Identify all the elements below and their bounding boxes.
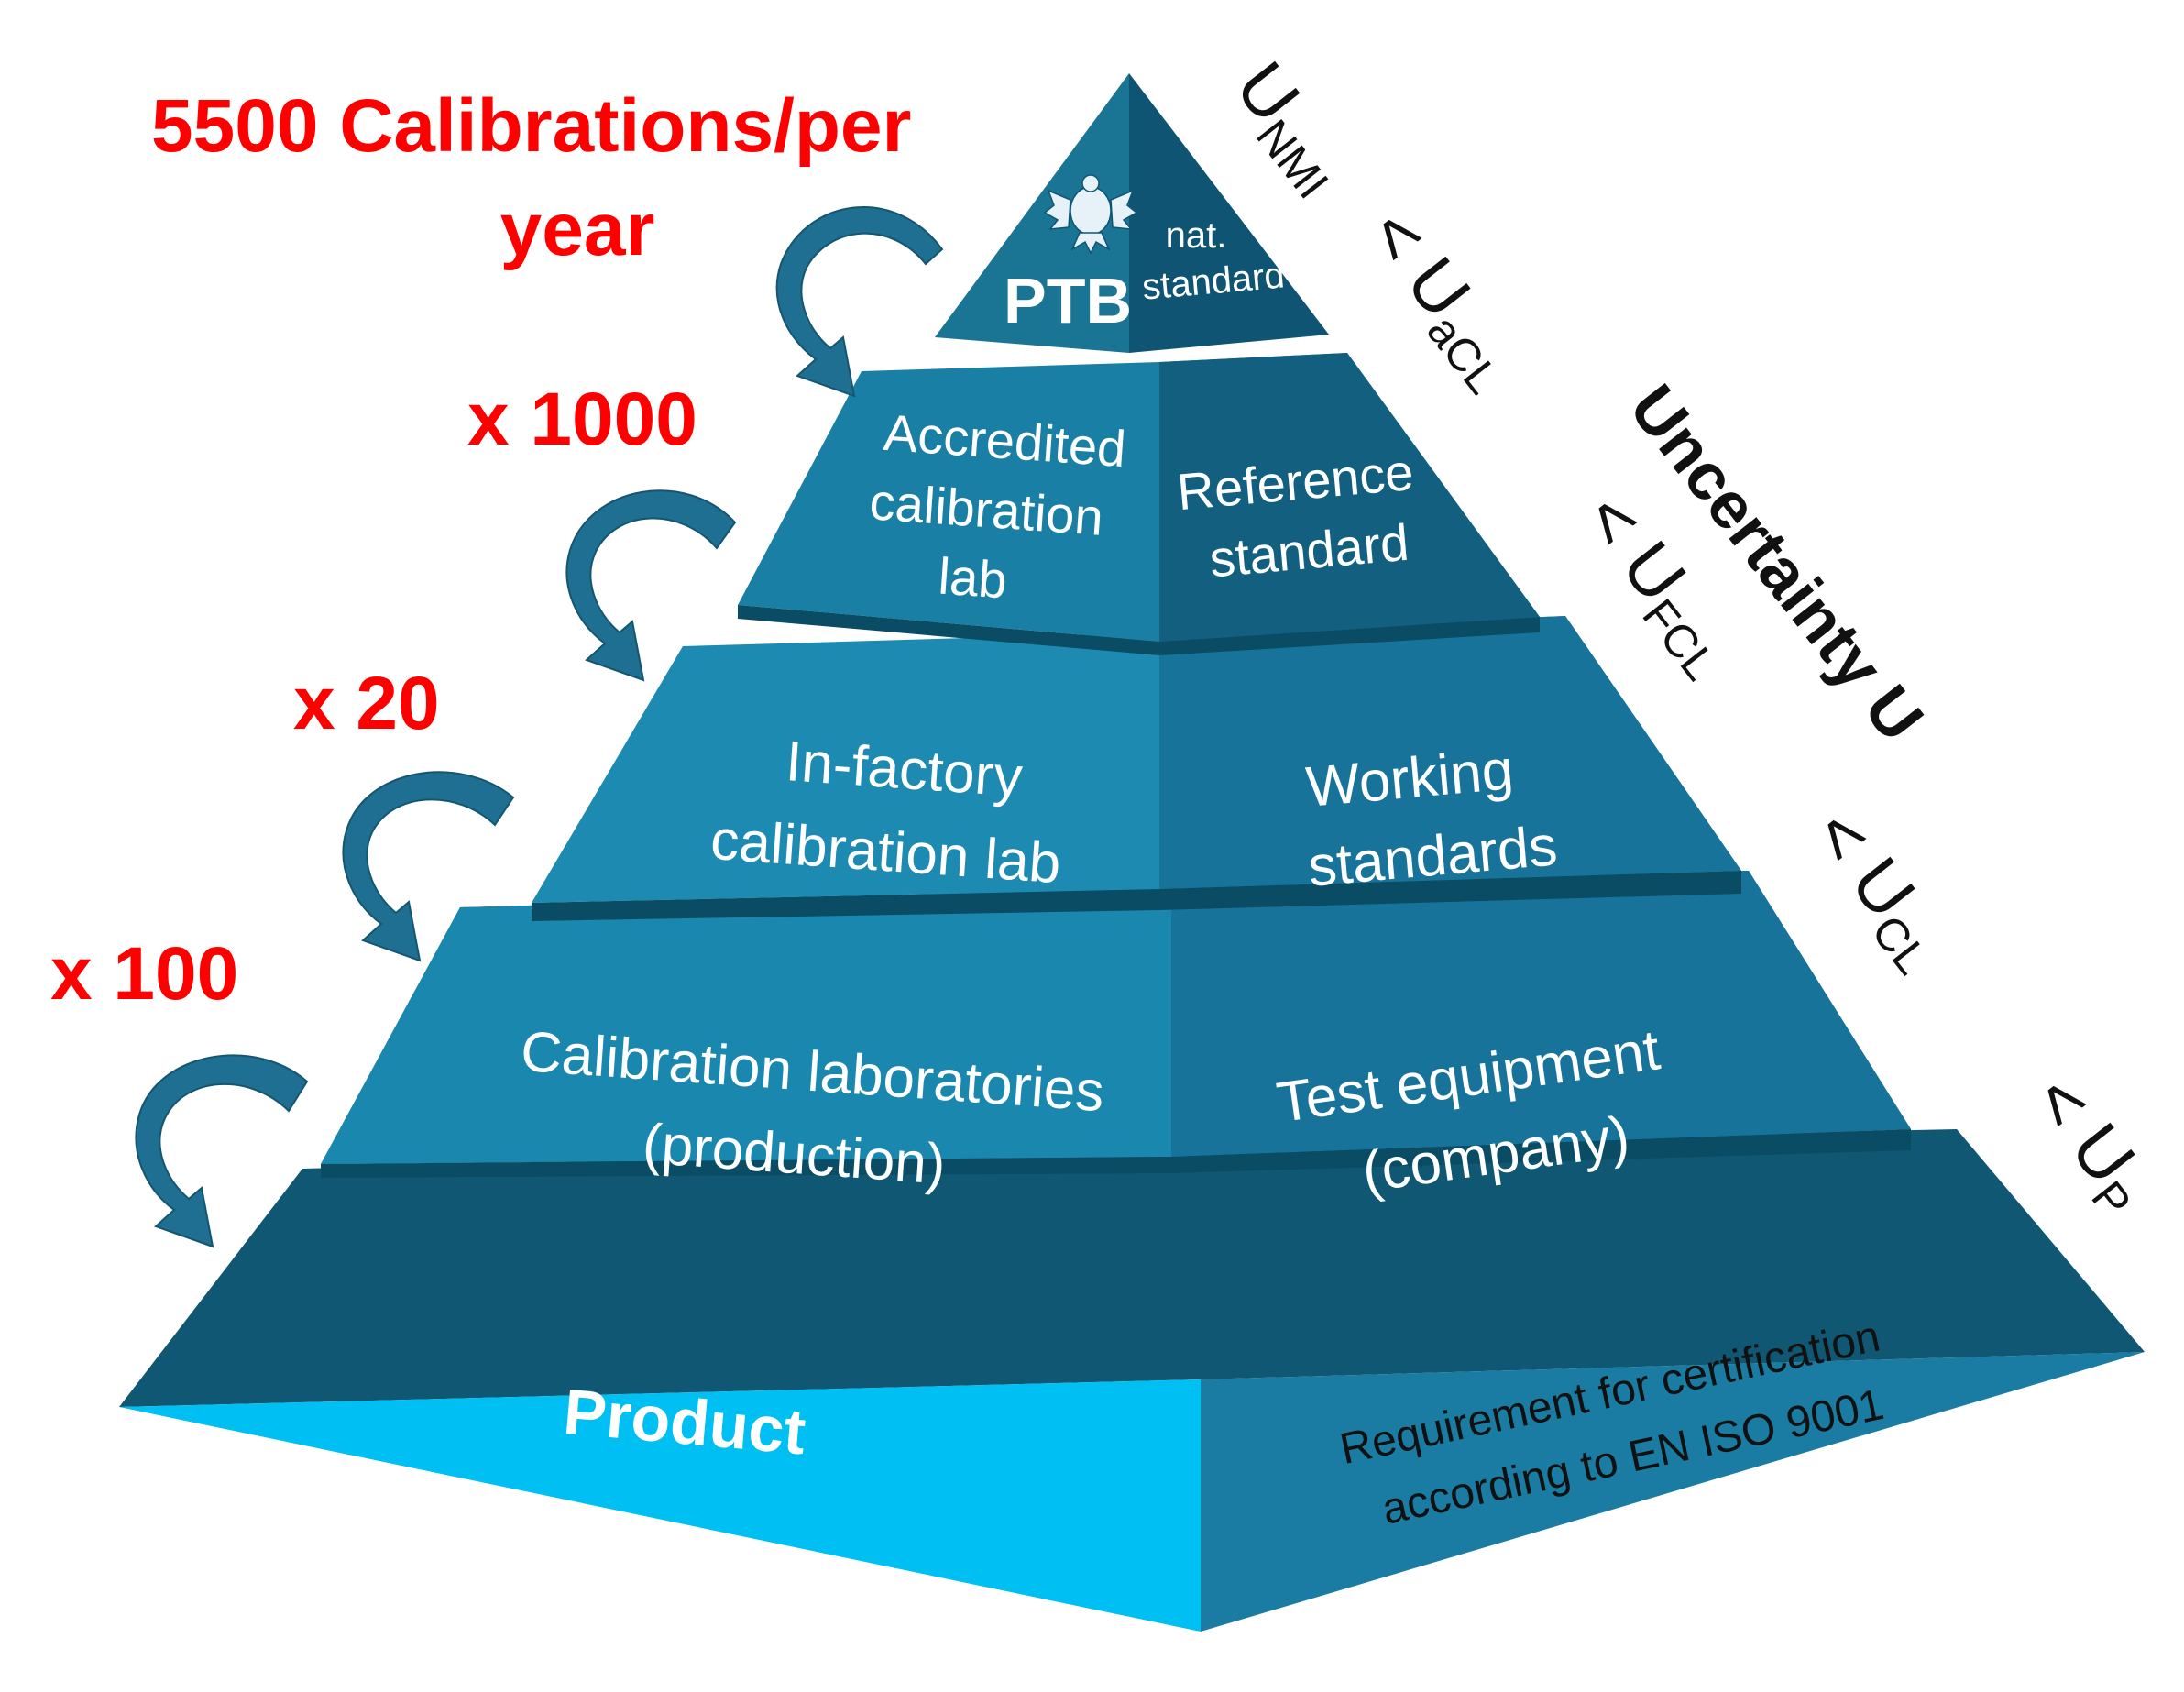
- tier-production: [321, 871, 1911, 1178]
- calibrations-per-year-line2: year: [500, 188, 655, 271]
- annotations: 5500 Calibrations/per year x 1000 x 20 x…: [50, 84, 911, 1016]
- multiplier-20: x 20: [293, 662, 440, 745]
- tier-product: [119, 1129, 2145, 1632]
- accredited-left-line3: lab: [937, 547, 1009, 610]
- pyramid: [119, 73, 2145, 1632]
- curved-arrow-icon: [342, 771, 515, 962]
- multiplier-100: x 100: [50, 932, 238, 1016]
- curved-arrow-icon: [135, 1054, 309, 1248]
- u-cl: < UCL: [1792, 794, 1967, 983]
- curved-arrow-icon: [565, 489, 737, 682]
- multiplier-1000: x 1000: [467, 378, 697, 461]
- ptb-right-line1: nat.: [1166, 215, 1227, 256]
- flow-arrows: [135, 206, 944, 1248]
- u-nmi: UNMI: [1214, 47, 1367, 208]
- u-acl: < UaCL: [1347, 193, 1538, 403]
- tier-accredited: [738, 353, 1540, 655]
- tier-infactory: [532, 616, 1741, 921]
- tier-ptb: [935, 73, 1329, 353]
- u-p: < UP: [2012, 1060, 2169, 1227]
- curved-arrow-icon: [775, 206, 944, 398]
- calibrations-per-year-line1: 5500 Calibrations/per: [151, 84, 911, 168]
- eagle-emblem-icon: [1043, 174, 1138, 255]
- ptb-label: PTB: [1004, 265, 1132, 336]
